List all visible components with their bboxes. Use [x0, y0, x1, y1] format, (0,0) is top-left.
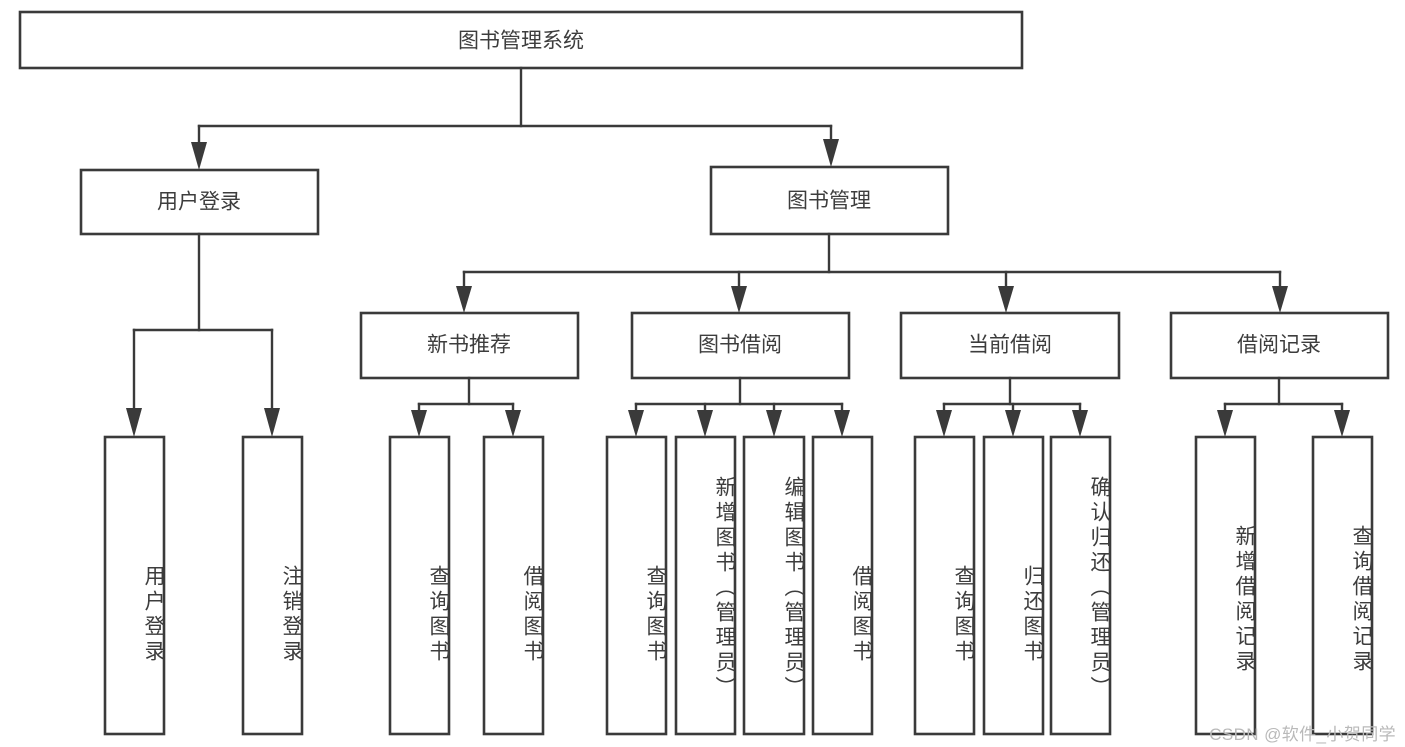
- leaf-box-add-book-admin[interactable]: [674, 435, 737, 736]
- node-borrow-record-label: 借阅记录: [1237, 334, 1321, 357]
- node-root[interactable]: 图书管理系统: [18, 10, 1024, 70]
- arrow-head-icon: [823, 139, 839, 167]
- leaf-box-confirm-return-admin[interactable]: [1049, 435, 1112, 736]
- arrow-head-icon: [834, 410, 850, 437]
- node-new-book-recommend-box[interactable]: [359, 311, 580, 380]
- node-current-borrow[interactable]: 当前借阅: [899, 311, 1121, 380]
- arrow-head-icon: [766, 410, 782, 437]
- arrow-head-icon: [1217, 410, 1233, 437]
- node-book-borrow[interactable]: 图书借阅: [630, 311, 851, 380]
- leaf-box-query-book-borrow[interactable]: [605, 435, 668, 736]
- arrow-head-icon: [998, 286, 1014, 313]
- connector-new-book-recommend-to-leaves: [411, 376, 521, 437]
- arrow-head-icon: [505, 410, 521, 437]
- leaf-box-return-book[interactable]: [982, 435, 1045, 736]
- leaf-box-user-login[interactable]: [103, 435, 166, 736]
- connector-user-login-to-leaves: [126, 232, 280, 437]
- watermark-text: CSDN @软件_小贺同学: [1209, 725, 1396, 744]
- leaf-box-add-borrow-record[interactable]: [1194, 435, 1257, 736]
- arrow-head-icon: [191, 142, 207, 170]
- node-book-borrow-label: 图书借阅: [698, 334, 782, 357]
- arrow-head-icon: [731, 286, 747, 313]
- node-new-book-recommend[interactable]: 新书推荐: [359, 311, 580, 380]
- node-user-login-box[interactable]: [79, 168, 320, 236]
- leaf-box-query-book-recommend[interactable]: [388, 435, 451, 736]
- arrow-head-icon: [411, 410, 427, 437]
- leaf-box-query-book-current[interactable]: [913, 435, 976, 736]
- connector-book-management-to-level2: [456, 232, 1288, 313]
- node-root-label: 图书管理系统: [458, 30, 584, 53]
- node-user-login-label: 用户登录: [157, 191, 241, 214]
- arrow-head-icon: [1005, 410, 1021, 437]
- arrow-head-icon: [628, 410, 644, 437]
- leaf-box-borrow-book-recommend[interactable]: [482, 435, 545, 736]
- arrow-head-icon: [264, 408, 280, 437]
- arrow-head-icon: [697, 410, 713, 437]
- connector-current-borrow-to-leaves: [936, 376, 1088, 437]
- connector-root-to-level1: [191, 66, 839, 170]
- arrow-head-icon: [1334, 410, 1350, 437]
- node-book-management[interactable]: 图书管理: [709, 165, 950, 236]
- arrow-head-icon: [1072, 410, 1088, 437]
- leaf-box-query-borrow-record[interactable]: [1311, 435, 1374, 736]
- node-borrow-record[interactable]: 借阅记录: [1169, 311, 1390, 380]
- node-current-borrow-box[interactable]: [899, 311, 1121, 380]
- connector-book-borrow-to-leaves: [628, 376, 850, 437]
- node-root-box[interactable]: [18, 10, 1024, 70]
- arrow-head-icon: [126, 408, 142, 437]
- arrow-head-icon: [456, 286, 472, 313]
- leaf-box-logout[interactable]: [241, 435, 304, 736]
- node-book-management-label: 图书管理: [787, 190, 871, 213]
- arrow-head-icon: [936, 410, 952, 437]
- leaf-box-borrow-book[interactable]: [811, 435, 874, 736]
- arrow-head-icon: [1272, 286, 1288, 313]
- connector-borrow-record-to-leaves: [1217, 376, 1350, 437]
- node-user-login[interactable]: 用户登录: [79, 168, 320, 236]
- node-current-borrow-label: 当前借阅: [968, 334, 1052, 357]
- node-new-book-recommend-label: 新书推荐: [427, 334, 511, 357]
- leaf-box-edit-book-admin[interactable]: [742, 435, 806, 736]
